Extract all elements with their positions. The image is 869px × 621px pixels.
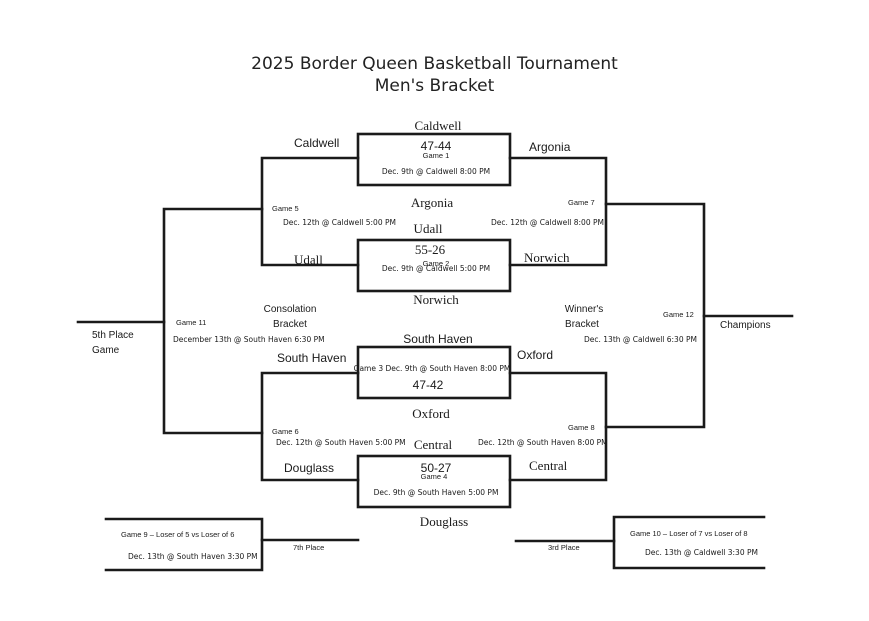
game7-top-team: Argonia <box>529 140 571 154</box>
game1-name: Game 1 <box>422 151 450 160</box>
winners-label-line2: Bracket <box>565 319 599 330</box>
game10-name: Game 10 – Loser of 7 vs Loser of 8 <box>630 529 748 538</box>
bracket-title: 2025 Border Queen Basketball Tournament <box>251 54 618 74</box>
game4-top-team: Central <box>413 437 453 452</box>
game6-bracket <box>260 371 360 482</box>
game8-info: Dec. 12th @ South Haven 8:00 PM <box>478 438 608 447</box>
game11-result-line2: Game <box>92 345 120 356</box>
game2-name: Game 2 <box>422 259 450 268</box>
game2-info: Dec. 9th @ Caldwell 5:00 PM <box>381 264 491 273</box>
game7-info: Dec. 12th @ Caldwell 8:00 PM <box>491 218 604 227</box>
game8-name: Game 8 <box>568 423 595 432</box>
game12-name: Game 12 <box>663 310 694 319</box>
game1-info: Dec. 9th @ Caldwell 8:00 PM <box>381 167 491 176</box>
game1-bottom-team: Argonia <box>410 195 454 210</box>
game5-info: Dec. 12th @ Caldwell 5:00 PM <box>283 218 396 227</box>
game3-bottom-team: Oxford <box>412 406 450 421</box>
game3-top-team: South Haven <box>403 332 473 346</box>
game10-info: Dec. 13th @ Caldwell 3:30 PM <box>645 548 758 557</box>
consolation-label-line1: Consolation <box>263 304 317 315</box>
game1-box <box>356 132 512 187</box>
game9-name: Game 9 – Loser of 5 vs Loser of 6 <box>121 530 235 539</box>
game11-name: Game 11 <box>176 318 207 327</box>
game3-name-info: Game 3 Dec. 9th @ South Haven 8:00 PM <box>353 364 511 373</box>
game3-score: 47-42 <box>412 378 444 392</box>
game2-top-team: Udall <box>413 221 443 236</box>
game4-name: Game 4 <box>420 472 448 481</box>
consolation-label-line2: Bracket <box>273 319 307 330</box>
game6-top-team: South Haven <box>277 351 347 365</box>
game1-top-team: Caldwell <box>414 118 462 133</box>
game6-bottom-team: Douglass <box>284 461 335 475</box>
game12-info: Dec. 13th @ Caldwell 6:30 PM <box>584 335 697 344</box>
game11-info: December 13th @ South Haven 6:30 PM <box>173 335 325 344</box>
game5-bracket <box>260 156 360 267</box>
bracket-subtitle: Men's Bracket <box>374 76 495 96</box>
game10-result: 3rd Place <box>548 543 580 552</box>
winners-label-line1: Winner's <box>564 304 604 315</box>
game5-top-team: Caldwell <box>294 136 340 150</box>
game12-result: Champions <box>720 320 771 331</box>
game2-bottom-team: Norwich <box>413 292 459 307</box>
game7-bracket <box>508 156 608 267</box>
game5-name: Game 5 <box>272 204 299 213</box>
game8-bottom-team: Central <box>529 458 568 473</box>
game7-bottom-team: Norwich <box>524 250 570 265</box>
game6-name: Game 6 <box>272 427 299 436</box>
game4-box <box>356 454 512 509</box>
game2-score: 55-26 <box>414 242 446 257</box>
game8-top-team: Oxford <box>517 348 554 362</box>
game9-bracket <box>104 517 264 572</box>
game4-bottom-team: Douglass <box>419 514 469 529</box>
game4-info: Dec. 9th @ South Haven 5:00 PM <box>373 488 499 497</box>
game7-name: Game 7 <box>568 198 595 207</box>
game9-info: Dec. 13th @ South Haven 3:30 PM <box>128 552 258 561</box>
game11-result-line1: 5th Place <box>92 330 134 341</box>
game5-bottom-team: Udall <box>294 252 323 267</box>
game9-result: 7th Place <box>293 543 325 552</box>
game10-bracket <box>612 515 766 570</box>
game1-score: 47-44 <box>420 139 452 153</box>
game4-score: 50-27 <box>420 461 452 475</box>
game6-info: Dec. 12th @ South Haven 5:00 PM <box>276 438 406 447</box>
